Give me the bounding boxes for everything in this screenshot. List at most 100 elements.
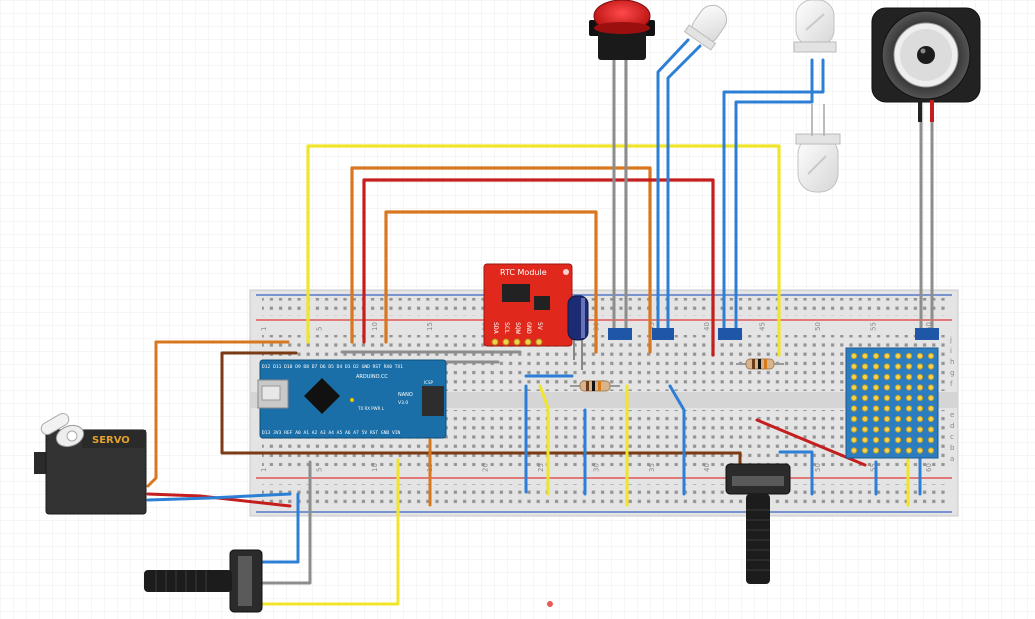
- perf-hole: [916, 363, 924, 370]
- wire-blue-led-3[interactable]: [722, 58, 825, 340]
- wire-blue-pot[interactable]: [260, 492, 300, 564]
- perf-hole: [905, 426, 913, 433]
- rtc-pin-label: 5V: [536, 322, 544, 330]
- led-low[interactable]: [795, 104, 841, 193]
- perf-hole: [861, 352, 869, 360]
- potentiometer-bottom[interactable]: [725, 463, 791, 584]
- nano-name: NANO: [398, 392, 413, 398]
- perf-hole: [861, 447, 869, 454]
- arduino-nano[interactable]: D12 D11 D10 D9 D8 D7 D6 D5 D4 D3 D2 GND …: [257, 359, 447, 439]
- row-letter: b: [950, 444, 955, 452]
- perf-hole: [883, 447, 891, 454]
- nano-version: V3.0: [398, 400, 408, 406]
- perf-hole: [905, 447, 913, 454]
- column-number: 15: [426, 322, 434, 331]
- speaker[interactable]: [871, 7, 981, 122]
- perf-hole: [905, 415, 913, 423]
- perf-hole: [850, 415, 858, 423]
- perf-hole: [850, 373, 858, 381]
- perf-hole: [894, 426, 902, 433]
- perf-hole: [894, 415, 902, 423]
- perf-hole: [916, 415, 924, 423]
- row-letter: a: [950, 455, 954, 463]
- servo[interactable]: SERVO: [34, 411, 147, 515]
- wire-red-servo[interactable]: [146, 492, 292, 508]
- wire-gray-pot[interactable]: [260, 460, 312, 585]
- wire-blue-led-2[interactable]: [666, 44, 702, 340]
- column-number: 1: [260, 327, 268, 331]
- perf-hole: [927, 363, 935, 370]
- perf-hole: [916, 384, 924, 391]
- perf-hole: [927, 436, 935, 444]
- perf-hole: [872, 384, 880, 391]
- perf-hole: [894, 447, 902, 454]
- perf-hole: [861, 373, 869, 381]
- column-number: 50: [814, 322, 822, 331]
- perf-hole: [927, 405, 935, 412]
- perf-hole: [872, 405, 880, 412]
- nano-icsp-label: ICSP: [424, 380, 434, 385]
- column-number: 60: [925, 463, 933, 472]
- perf-hole: [894, 394, 902, 402]
- wire-brown[interactable]: [220, 351, 742, 455]
- perf-hole: [894, 436, 902, 444]
- perf-hole: [872, 436, 880, 444]
- resistor-a[interactable]: [570, 380, 620, 392]
- wire-blue-j5[interactable]: [778, 450, 814, 496]
- wire-blue-led-1[interactable]: [656, 38, 690, 340]
- potentiometer-left[interactable]: [144, 549, 263, 613]
- rtc-pin-label: SCL: [503, 322, 511, 334]
- perf-hole: [905, 363, 913, 370]
- wire-red-1[interactable]: [362, 178, 715, 357]
- rtc-pin: [491, 338, 499, 346]
- perf-hole: [861, 436, 869, 444]
- perf-hole: [872, 426, 880, 433]
- perf-hole: [894, 384, 902, 391]
- wire-yellow-j1[interactable]: [538, 384, 550, 496]
- perf-hole: [916, 426, 924, 433]
- column-number: 55: [869, 463, 877, 472]
- perf-hole: [905, 373, 913, 381]
- perf-hole: [883, 363, 891, 370]
- rtc-pin: [535, 338, 543, 346]
- perf-hole: [872, 415, 880, 423]
- column-number: 35: [648, 463, 656, 472]
- perfboard[interactable]: [845, 347, 939, 459]
- wire-blue-j4[interactable]: [668, 384, 686, 496]
- wire-blue-servo[interactable]: [146, 492, 292, 502]
- wire-yellow-top[interactable]: [306, 144, 781, 357]
- perf-hole: [894, 405, 902, 412]
- column-number: 5: [315, 468, 323, 472]
- perf-hole: [927, 447, 935, 454]
- perf-hole: [861, 363, 869, 370]
- column-number: 60: [925, 322, 933, 331]
- wire-orange-servo[interactable]: [146, 340, 290, 488]
- column-number: 5: [315, 327, 323, 331]
- perf-hole: [850, 447, 858, 454]
- perf-hole: [861, 394, 869, 402]
- led-mid[interactable]: [793, 0, 837, 53]
- perf-hole: [861, 405, 869, 412]
- led-top[interactable]: [683, 0, 734, 51]
- resistor-b[interactable]: [736, 358, 784, 370]
- electrolytic-capacitor[interactable]: [567, 295, 589, 370]
- row-letter: g: [950, 369, 954, 377]
- wires: [146, 38, 934, 606]
- rtc-chip: [502, 284, 530, 302]
- marker-dot: [547, 601, 553, 607]
- wire-orange-2[interactable]: [384, 210, 598, 354]
- push-button[interactable]: [589, 0, 655, 60]
- perf-hole: [927, 352, 935, 360]
- perf-hole: [905, 352, 913, 360]
- wire-yellow-pot[interactable]: [260, 458, 400, 606]
- perf-hole: [927, 426, 935, 433]
- nano-brand: ARDUINO.CC: [356, 374, 388, 380]
- wire-orange-1[interactable]: [350, 166, 652, 354]
- perf-hole: [927, 373, 935, 381]
- wire-blue-led-4[interactable]: [734, 58, 814, 340]
- perf-hole: [916, 447, 924, 454]
